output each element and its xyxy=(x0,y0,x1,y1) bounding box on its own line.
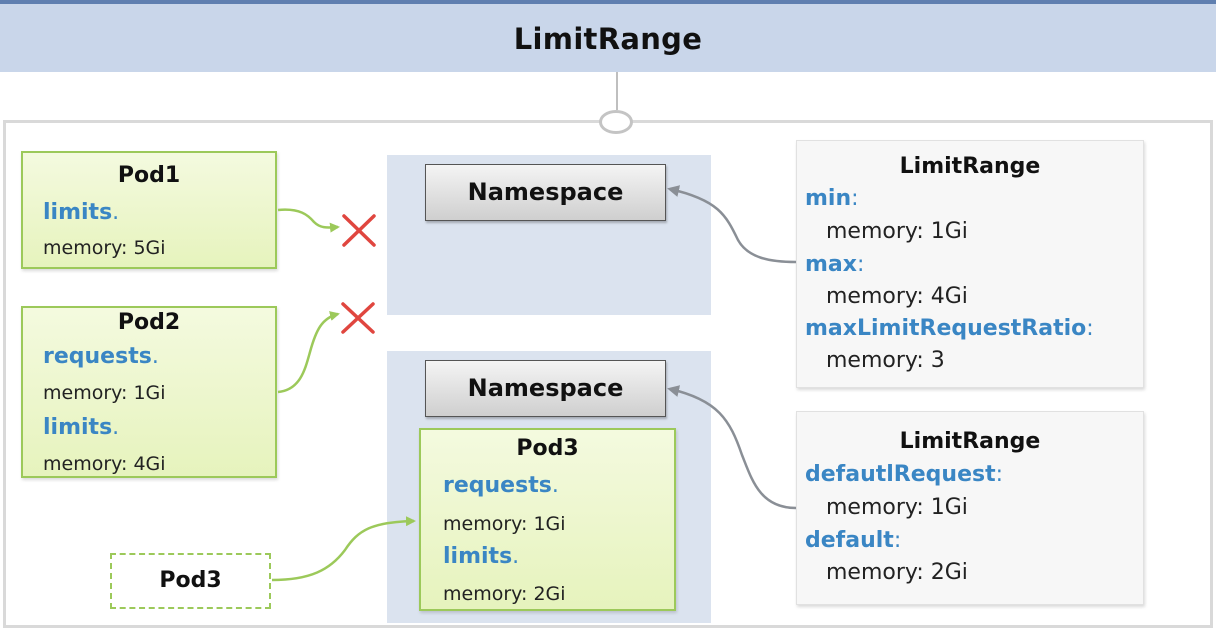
pod1-to-namespace-arrow xyxy=(277,208,340,233)
reject-icon-pod1 xyxy=(342,214,376,247)
namespace-box-1[interactable]: Namespace xyxy=(425,164,666,221)
limitrange-1-max-value: memory: 4Gi xyxy=(826,284,968,309)
pod1-limits-value: memory: 5Gi xyxy=(43,237,166,259)
limitrange-2-to-namespace-arrow xyxy=(667,385,797,510)
limitrange-card-2[interactable]: LimitRange defautlRequest: memory: 1Gi d… xyxy=(796,411,1144,605)
pod2-limits-key: limits. xyxy=(43,415,120,440)
pod2-requests-value: memory: 1Gi xyxy=(43,382,166,404)
limitrange-1-max-key: max: xyxy=(805,252,865,277)
namespace-box-2[interactable]: Namespace xyxy=(425,360,666,417)
pod2-requests-key: requests. xyxy=(43,344,159,369)
pod1-card[interactable]: Pod1 limits. memory: 5Gi xyxy=(21,151,277,269)
limitrange-2-title: LimitRange xyxy=(899,429,1041,454)
header-connector-line xyxy=(616,72,618,110)
limitrange-2-default-request-value: memory: 1Gi xyxy=(826,495,968,520)
limitrange-1-ratio-value: memory: 3 xyxy=(826,348,945,373)
pod3-limits-value: memory: 2Gi xyxy=(443,583,566,605)
limitrange-1-title: LimitRange xyxy=(899,154,1041,179)
pod3-incoming-card[interactable]: Pod3 xyxy=(110,553,271,609)
pod2-title: Pod2 xyxy=(117,310,181,335)
pod2-card[interactable]: Pod2 requests. memory: 1Gi limits. memor… xyxy=(21,306,277,478)
page-title: LimitRange xyxy=(513,22,703,56)
limitrange-card-1[interactable]: LimitRange min: memory: 1Gi max: memory:… xyxy=(796,140,1144,388)
header-connector-circle xyxy=(599,110,633,134)
pod3-limits-key: limits. xyxy=(443,544,520,569)
limitrange-2-default-key: default: xyxy=(805,528,902,553)
limitrange-2-default-value: memory: 2Gi xyxy=(826,560,968,585)
limitrange-1-min-value: memory: 1Gi xyxy=(826,219,968,244)
header-bar xyxy=(0,0,1216,72)
limitrange-1-to-namespace-arrow xyxy=(667,185,797,264)
reject-icon-pod2 xyxy=(341,302,375,334)
pod3-to-namespace-arrow xyxy=(271,516,416,582)
pod1-title: Pod1 xyxy=(117,163,181,188)
pod3-title: Pod3 xyxy=(516,436,579,461)
pod1-limits-key: limits. xyxy=(43,200,120,225)
pod3-requests-value: memory: 1Gi xyxy=(443,513,566,535)
pod2-limits-value: memory: 4Gi xyxy=(43,453,166,475)
limitrange-1-min-key: min: xyxy=(805,186,859,211)
pod2-to-namespace-arrow xyxy=(277,311,340,394)
limitrange-2-default-request-key: defautlRequest: xyxy=(805,462,1004,487)
pod3-card[interactable]: Pod3 requests. memory: 1Gi limits. memor… xyxy=(419,428,676,611)
limitrange-1-ratio-key: maxLimitRequestRatio: xyxy=(805,316,1094,341)
pod3-requests-key: requests. xyxy=(443,473,559,498)
